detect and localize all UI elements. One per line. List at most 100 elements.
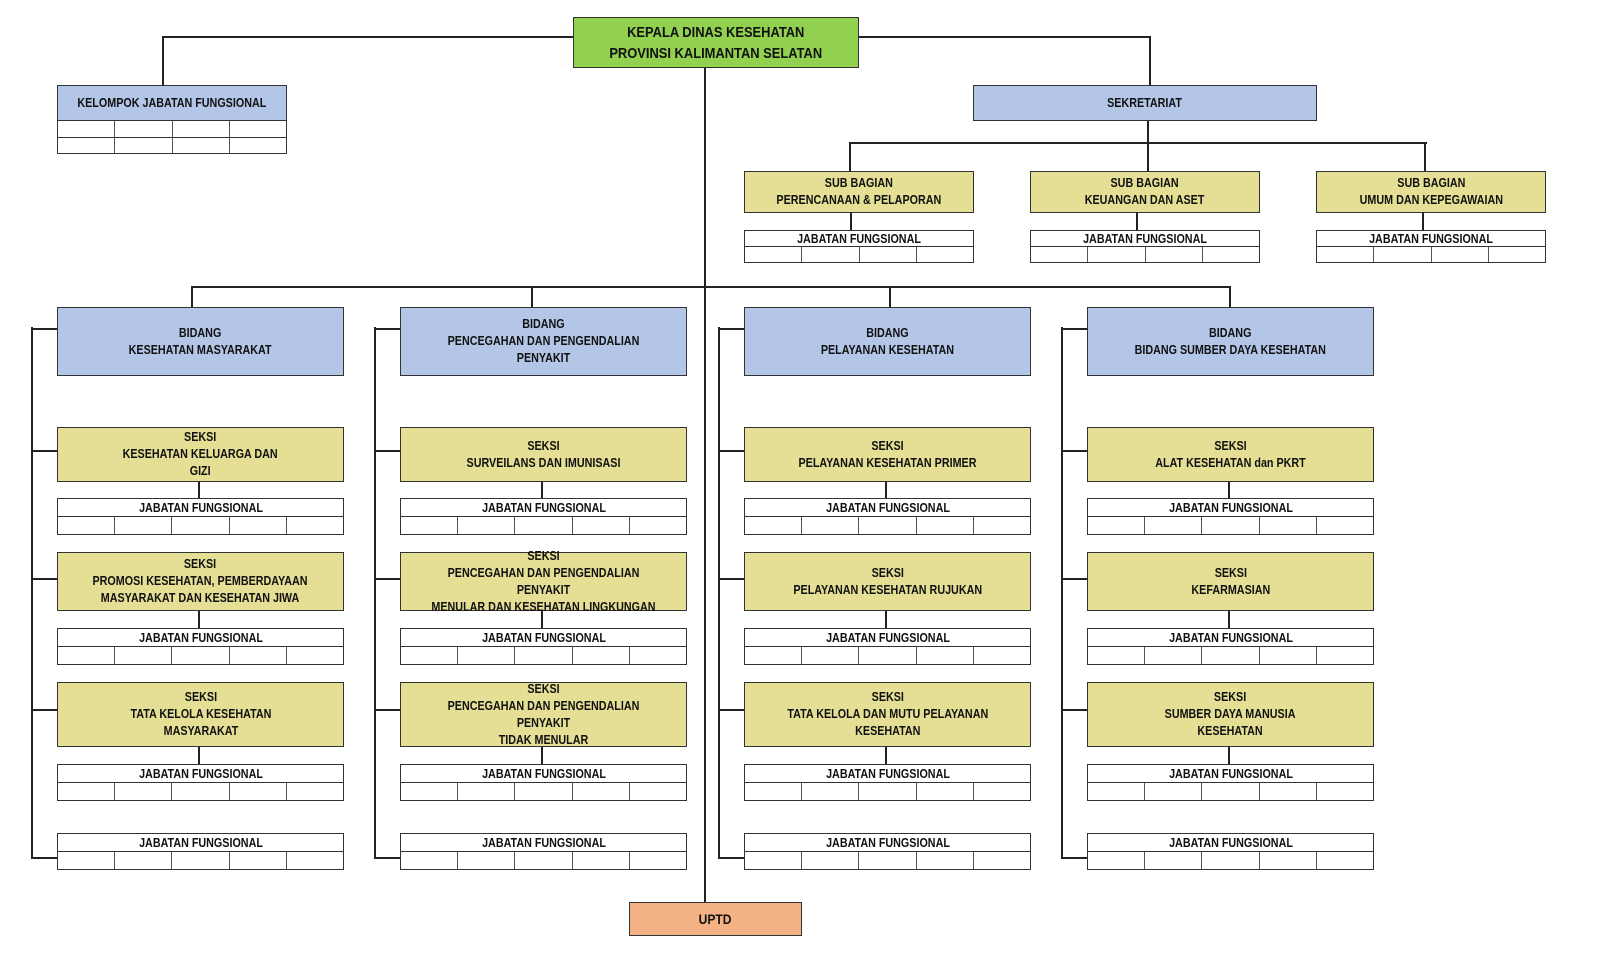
seksi-label: SEKSI KESEHATAN KELUARGA DAN GIZI	[122, 430, 279, 478]
empty-cell	[630, 517, 686, 534]
empty-cell	[58, 852, 116, 869]
jabatan-fungsional-table-header: JABATAN FUNGSIONAL	[1088, 765, 1373, 783]
empty-cell	[401, 852, 459, 869]
empty-cell	[630, 783, 686, 800]
empty-cell	[745, 852, 803, 869]
connector-line	[885, 482, 887, 498]
bracket-tick	[374, 450, 400, 452]
seksi-box: SEKSI PELAYANAN KESEHATAN PRIMER	[744, 427, 1031, 482]
empty-cell	[745, 517, 803, 534]
jabatan-fungsional-table-cells	[745, 783, 1030, 800]
empty-cell	[172, 517, 230, 534]
connector-line	[1136, 212, 1138, 230]
jabatan-fungsional-table-label: JABATAN FUNGSIONAL	[1168, 835, 1293, 850]
bracket-line	[718, 327, 720, 858]
empty-cell	[115, 852, 173, 869]
sub-bagian-label: SUB BAGIAN KEUANGAN DAN ASET	[1085, 176, 1205, 207]
seksi-label: SEKSI PELAYANAN KESEHATAN RUJUKAN	[793, 565, 982, 597]
empty-cell	[1145, 783, 1203, 800]
empty-cell	[458, 517, 516, 534]
jabatan-fungsional-table-cells	[58, 783, 343, 800]
jabatan-fungsional-table: JABATAN FUNGSIONAL	[1087, 764, 1374, 801]
bracket-tick	[1061, 857, 1087, 859]
empty-cell	[745, 783, 803, 800]
sub-bagian-box: SUB BAGIAN UMUM DAN KEPEGAWAIAN	[1316, 171, 1546, 213]
bidang-box: BIDANG KESEHATAN MASYARAKAT	[57, 307, 344, 376]
empty-cell	[802, 247, 860, 262]
empty-cell	[287, 517, 343, 534]
seksi-label: SEKSI SUMBER DAYA MANUSIA KESEHATAN	[1165, 690, 1296, 738]
jabatan-fungsional-table: JABATAN FUNGSIONAL	[57, 498, 344, 535]
jabatan-fungsional-table-label: JABATAN FUNGSIONAL	[825, 500, 950, 515]
empty-cell	[58, 783, 116, 800]
kepala-dinas-box: KEPALA DINAS KESEHATAN PROVINSI KALIMANT…	[573, 17, 859, 68]
connector-subbagian-1	[849, 142, 851, 171]
jabatan-fungsional-table: JABATAN FUNGSIONAL	[57, 628, 344, 665]
seksi-label: SEKSI PENCEGAHAN DAN PENGENDALIAN PENYAK…	[431, 548, 656, 614]
sub-bagian-label: SUB BAGIAN PERENCANAAN & PELAPORAN	[776, 176, 942, 207]
jabatan-fungsional-table-header: JABATAN FUNGSIONAL	[401, 499, 686, 517]
jabatan-fungsional-table-cells	[1317, 247, 1545, 262]
empty-cell	[230, 517, 287, 534]
seksi-label: SEKSI TATA KELOLA KESEHATAN MASYARAKAT	[130, 690, 271, 738]
bracket-tick	[718, 578, 744, 580]
bracket-tick	[374, 709, 400, 711]
bracket-tick	[31, 857, 57, 859]
jabatan-fungsional-table: JABATAN FUNGSIONAL	[744, 764, 1031, 801]
empty-cell	[859, 647, 917, 664]
jabatan-fungsional-table-header: JABATAN FUNGSIONAL	[1088, 629, 1373, 647]
jabatan-fungsional-table-cells	[58, 517, 343, 534]
empty-cell	[1260, 517, 1317, 534]
connector-sekretariat-down	[1147, 120, 1149, 144]
empty-cell	[1202, 852, 1260, 869]
empty-cell	[172, 647, 230, 664]
bracket-tick	[1061, 328, 1087, 330]
empty-cell	[630, 852, 686, 869]
empty-cell	[1260, 647, 1317, 664]
bidang-box: BIDANG PELAYANAN KESEHATAN	[744, 307, 1031, 376]
empty-cell	[859, 783, 917, 800]
bracket-tick	[374, 578, 400, 580]
jabatan-fungsional-table-header: JABATAN FUNGSIONAL	[58, 834, 343, 852]
empty-cell	[515, 783, 573, 800]
connector-subbagian-bar	[849, 142, 1427, 144]
jabatan-fungsional-table-cells	[1088, 783, 1373, 800]
empty-cell	[1088, 647, 1146, 664]
connector-bidang-3	[889, 286, 891, 307]
empty-cell	[1317, 647, 1373, 664]
bracket-tick	[1061, 709, 1087, 711]
jabatan-fungsional-table-cells	[58, 647, 343, 664]
empty-cell	[1031, 247, 1089, 262]
empty-cell	[802, 852, 860, 869]
jabatan-fungsional-table-cells	[401, 647, 686, 664]
jabatan-fungsional-table-header: JABATAN FUNGSIONAL	[58, 499, 343, 517]
jabatan-fungsional-table: JABATAN FUNGSIONAL	[57, 764, 344, 801]
empty-cell	[917, 783, 974, 800]
jabatan-fungsional-table-label: JABATAN FUNGSIONAL	[481, 630, 606, 645]
empty-cell	[802, 517, 860, 534]
empty-cell	[287, 783, 343, 800]
jabatan-fungsional-table-cells	[1031, 247, 1259, 262]
empty-cell	[58, 647, 116, 664]
jabatan-fungsional-table-header: JABATAN FUNGSIONAL	[401, 765, 686, 783]
connector-kelompok	[162, 36, 164, 85]
connector-bidang-2	[531, 286, 533, 307]
empty-cell	[859, 517, 917, 534]
bracket-tick	[718, 328, 744, 330]
jabatan-fungsional-table-cells	[745, 247, 973, 262]
jabatan-fungsional-table-cells	[1088, 852, 1373, 869]
empty-cell	[458, 852, 516, 869]
bracket-tick	[31, 578, 57, 580]
bracket-tick	[374, 328, 400, 330]
empty-cell	[860, 247, 917, 262]
jabatan-fungsional-table-label: JABATAN FUNGSIONAL	[138, 835, 263, 850]
empty-cell	[917, 852, 974, 869]
empty-cell	[974, 517, 1030, 534]
empty-cell	[1203, 247, 1259, 262]
connector-line	[198, 747, 200, 764]
connector-line	[885, 747, 887, 764]
empty-cell	[230, 783, 287, 800]
connector-line	[1422, 212, 1424, 230]
connector-bidang-bar	[191, 286, 1231, 288]
empty-cell	[573, 852, 630, 869]
